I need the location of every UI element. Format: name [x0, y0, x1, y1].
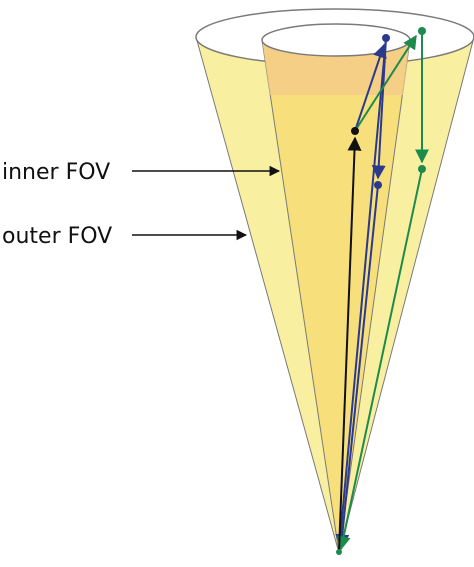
blue-vector-mid-to-apex [335, 184, 379, 549]
blue-vector-apex-to-top [338, 37, 387, 552]
blue-mid-dot [374, 181, 382, 189]
green-vector-mid-to-apex [336, 168, 423, 551]
green-vector-black-dot-to-top [354, 34, 417, 132]
outer-fov-label: outer FOV [2, 224, 112, 249]
black-endpoint-dot [351, 127, 359, 135]
green-top-dot [418, 27, 426, 35]
inner-fov-label: inner FOV [2, 160, 110, 185]
green-mid-dot [418, 165, 426, 173]
blue-vector-black-dot-to-top [354, 43, 387, 132]
black-vector-apex-to-dot [338, 136, 362, 552]
blue-vector-top-to-mid [371, 37, 387, 180]
blue-top-dot [382, 34, 390, 42]
apex-dot [336, 549, 342, 555]
